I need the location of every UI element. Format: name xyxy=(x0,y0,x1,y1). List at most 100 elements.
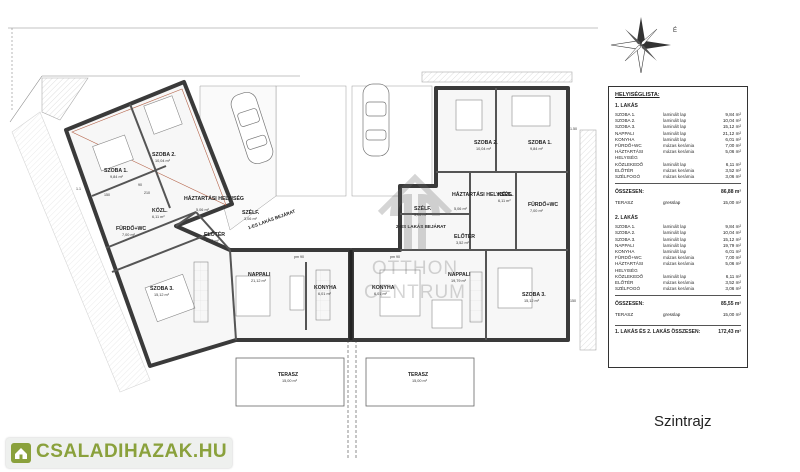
room-right-konyha-area: 6,01 m² xyxy=(374,292,388,296)
room-left-konyha-area: 6,01 m² xyxy=(318,292,332,296)
room-right-szoba3-area: 15,12 m² xyxy=(524,299,540,303)
furniture xyxy=(92,95,551,329)
room-right-szoba1-area: 9,84 m² xyxy=(530,147,544,151)
floor-cell: mázas kerámia xyxy=(663,149,695,155)
area-cell: 5,06 m² xyxy=(725,149,741,155)
unit-2-title: 2. LAKÁS xyxy=(615,215,638,222)
terrace-name: TERASZ xyxy=(615,200,634,206)
room-left-nappali-area: 21,12 m² xyxy=(251,279,267,283)
sum-value: 86,88 m² xyxy=(720,189,741,196)
divider xyxy=(615,295,741,297)
room-right-nappali-name: NAPPALI xyxy=(448,272,471,278)
area-cell: 15,12 m² xyxy=(722,236,741,242)
brand-badge[interactable]: CSALADIHAZAK.HU xyxy=(6,438,232,468)
area-cell: 5,06 m² xyxy=(725,261,741,267)
unit-1-title: 1. LAKÁS xyxy=(615,103,638,109)
floor-cell: laminált lap xyxy=(663,224,687,230)
unit-2-sum: ÖSSZESEN: 85,55 m² xyxy=(615,301,741,308)
floor-cell: laminált lap xyxy=(663,161,687,167)
room-left-szoba1-area: 9,84 m² xyxy=(110,175,124,179)
floor-cell: mázas kerámia xyxy=(663,174,695,180)
floor-cell: laminált lap xyxy=(663,118,687,124)
room-left-szelf-name: SZÉLF. xyxy=(242,208,260,216)
floor-cell: laminált lap xyxy=(663,112,687,117)
unit-1-rows: SZOBA 1. laminált lap 9,84 m² SZOBA 2. lamin… xyxy=(615,112,741,180)
terrace-right-area: 15,00 m² xyxy=(412,379,428,383)
room-name-cell: ELŐTÉR xyxy=(615,167,634,173)
area-cell: 6,01 m² xyxy=(725,249,741,255)
left-unit-walls xyxy=(64,80,352,368)
floor-cell: mázas kerámia xyxy=(663,167,695,173)
room-left-szoba1-name: SZOBA 1. xyxy=(104,168,128,174)
terrace-left-name: TERASZ xyxy=(278,372,298,378)
room-name-cell: SZÉLFOGÓ xyxy=(615,286,641,292)
area-cell: 3,06 m² xyxy=(725,174,741,180)
total-label: 1. LAKÁS ÉS 2. LAKÁS ÖSSZESEN: xyxy=(615,329,701,336)
floor-cell: mázas kerámia xyxy=(663,280,695,286)
room-left-szoba3-name: SZOBA 3. xyxy=(150,286,174,292)
room-name-cell: SZOBA 2. xyxy=(615,230,636,236)
sum-label: ÖSSZESEN: xyxy=(615,189,644,196)
left-interior-walls xyxy=(91,103,307,341)
floor-cell: laminált lap xyxy=(663,273,687,279)
area-cell: 9,84 m² xyxy=(725,112,741,117)
area-cell: 10,04 m² xyxy=(722,118,741,124)
room-list-row: HÁZTARTÁSI HELYISÉG mázas kerámia 5,06 m² xyxy=(615,261,741,273)
sum-value: 85,55 m² xyxy=(720,301,741,308)
floor-cell: mázas kerámia xyxy=(663,255,695,261)
terrace-left-area: 15,00 m² xyxy=(282,379,298,383)
room-name-cell: SZOBA 1. xyxy=(615,112,636,117)
room-name-cell: HÁZTARTÁSI HELYISÉG xyxy=(615,261,644,273)
terrace-area: 15,00 m² xyxy=(722,200,741,206)
terraces xyxy=(235,357,475,407)
room-list-row: SZOBA 2. laminált lap 10,04 m² xyxy=(615,118,741,124)
dim-label: 1.1 xyxy=(76,187,81,191)
floor-cell: laminált lap xyxy=(663,130,687,136)
room-right-furdo-name: FÜRDŐ+WC xyxy=(528,201,558,208)
area-cell: 3,06 m² xyxy=(725,286,741,292)
room-right-szelf-area: 3,06 m² xyxy=(414,213,428,217)
terrace-right-name: TERASZ xyxy=(408,372,428,378)
terrace-right-shape xyxy=(365,357,475,407)
floor-cell: laminált lap xyxy=(663,242,687,248)
area-cell: 7,00 m² xyxy=(725,255,741,261)
room-left-szoba2-area: 10,04 m² xyxy=(155,159,171,163)
terrace-floor: gresslap xyxy=(663,200,681,206)
room-right-eloter-area: 3,52 m² xyxy=(456,241,470,245)
room-name-cell: SZOBA 3. xyxy=(615,236,636,242)
dim-label: 90 xyxy=(138,183,142,187)
total-value: 172,43 m² xyxy=(718,329,741,336)
room-right-konyha-name: KONYHA xyxy=(372,285,395,291)
dim-label: 1.50 xyxy=(570,127,577,131)
terrace-name: TERASZ xyxy=(615,312,634,318)
floor-cell: laminált lap xyxy=(663,124,687,130)
area-cell: 21,12 m² xyxy=(722,130,741,136)
room-name-cell: KONYHA xyxy=(615,249,635,255)
room-list-row: SZOBA 1. laminált lap 9,84 m² xyxy=(615,112,741,118)
room-name-cell: SZOBA 2. xyxy=(615,118,636,124)
room-left-kozl-area: 6,11 m² xyxy=(152,215,165,219)
floor-cell: laminált lap xyxy=(663,236,687,242)
room-list-title: HELYISÉGLISTA: xyxy=(615,92,660,98)
compass-rose-icon: É xyxy=(610,17,677,74)
room-name-cell: KÖZLEKEDŐ xyxy=(615,161,644,167)
area-cell: 15,12 m² xyxy=(722,124,741,130)
floor-cell: mázas kerámia xyxy=(663,261,695,267)
house-logo-icon xyxy=(11,443,31,463)
terrace-area: 15,00 m² xyxy=(722,312,741,318)
area-cell: 6,01 m² xyxy=(725,136,741,142)
room-name-cell: KÖZLEKEDŐ xyxy=(615,273,644,279)
room-left-szelf-area: 3,06 m² xyxy=(244,217,258,221)
divider xyxy=(615,183,741,185)
